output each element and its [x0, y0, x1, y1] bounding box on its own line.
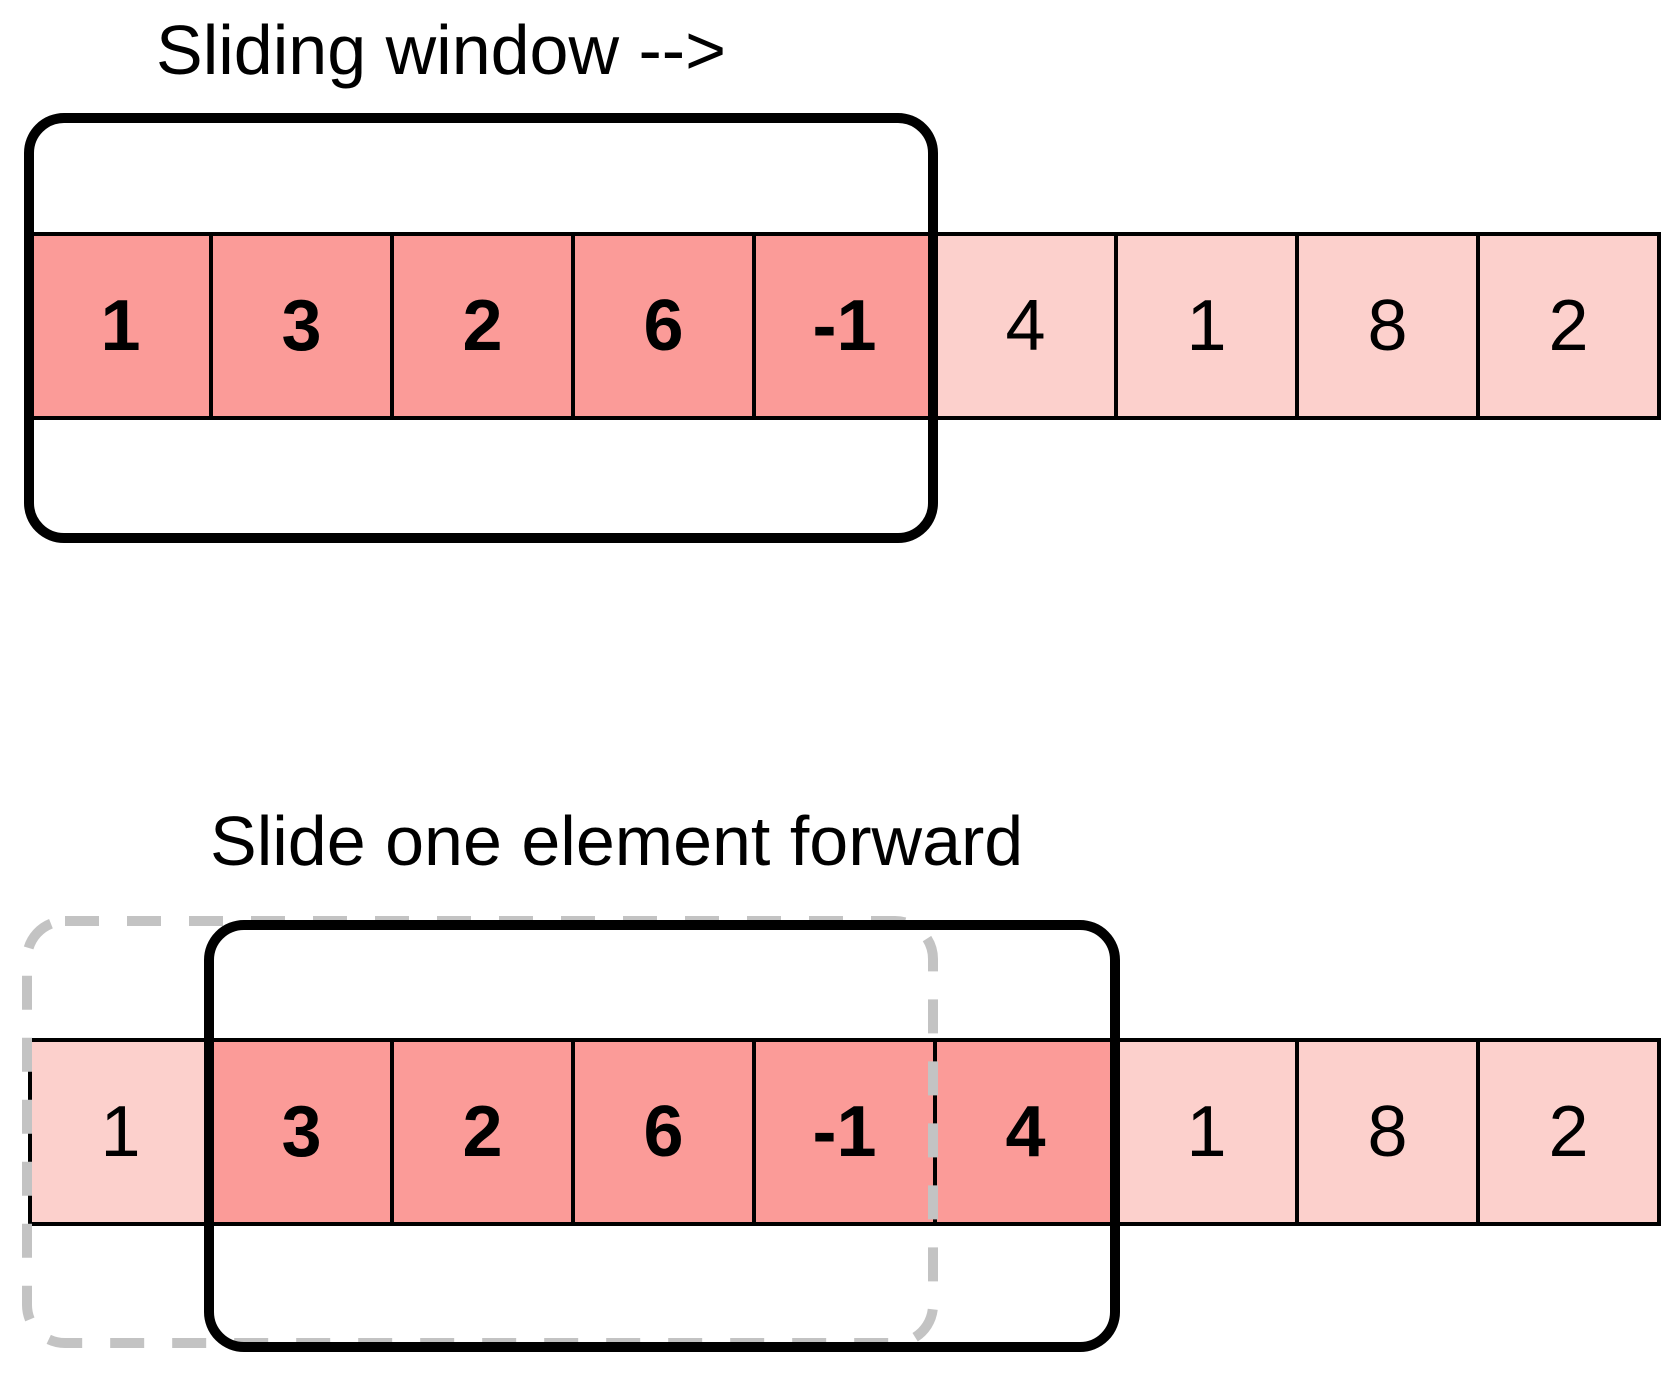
step1-cell-6: 1	[1114, 232, 1295, 420]
step2-cell-1: 3	[209, 1038, 390, 1226]
step1-caption: Sliding window -->	[156, 11, 726, 89]
step2-cell-4: -1	[752, 1038, 933, 1226]
step1-cell-0: 1	[28, 232, 209, 420]
step1-cell-1: 3	[209, 232, 390, 420]
step2-cell-7: 8	[1295, 1038, 1476, 1226]
step2-cell-2: 2	[390, 1038, 571, 1226]
step1-cell-5: 4	[933, 232, 1114, 420]
step2-array: 1 3 2 6 -1 4 1 8 2	[28, 1038, 1661, 1226]
step1-cell-7: 8	[1295, 232, 1476, 420]
step2-cell-8: 2	[1476, 1038, 1661, 1226]
previous-window-outline	[22, 916, 938, 1348]
step2-cell-6: 1	[1114, 1038, 1295, 1226]
step2-caption: Slide one element forward	[210, 802, 1024, 880]
step2-cell-3: 6	[571, 1038, 752, 1226]
step1-cell-8: 2	[1476, 232, 1661, 420]
step1-cell-3: 6	[571, 232, 752, 420]
new-window-outline	[204, 920, 1120, 1352]
sliding-window-outline	[24, 113, 938, 543]
step1-cell-2: 2	[390, 232, 571, 420]
step2-cell-0: 1	[28, 1038, 209, 1226]
step1-cell-4: -1	[752, 232, 933, 420]
